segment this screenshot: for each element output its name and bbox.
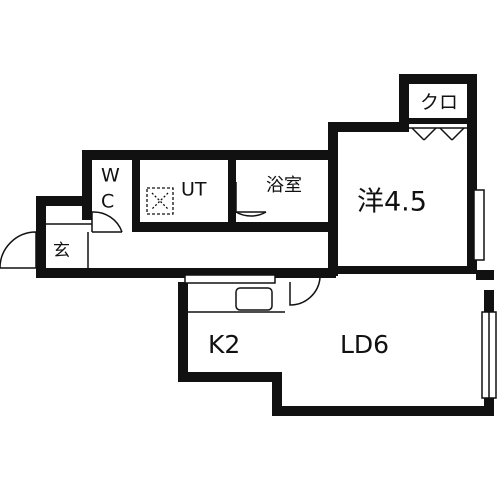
exterior-walls bbox=[36, 74, 494, 416]
living-dining-label: LD6 bbox=[340, 330, 389, 359]
western-room-label: 洋4.5 bbox=[357, 187, 427, 218]
kitchen-sink bbox=[188, 287, 285, 313]
interior-walls bbox=[132, 118, 476, 276]
bathroom-label: 浴室 bbox=[266, 175, 302, 196]
closet-label: クロ bbox=[420, 92, 458, 114]
windows bbox=[184, 189, 497, 399]
room-labels: クロ 洋4.5 W C UT 浴室 玄 K2 LD6 bbox=[53, 92, 458, 360]
utility-label: UT bbox=[181, 179, 207, 201]
closet-doors bbox=[409, 127, 467, 141]
toilet-label-w: W bbox=[101, 165, 120, 187]
entrance-label: 玄 bbox=[53, 241, 70, 261]
kitchen-label: K2 bbox=[208, 330, 240, 359]
door-swings bbox=[0, 182, 321, 306]
entrance-step bbox=[46, 223, 92, 268]
washing-machine-pan bbox=[146, 187, 174, 215]
toilet-label-c: C bbox=[101, 191, 114, 213]
